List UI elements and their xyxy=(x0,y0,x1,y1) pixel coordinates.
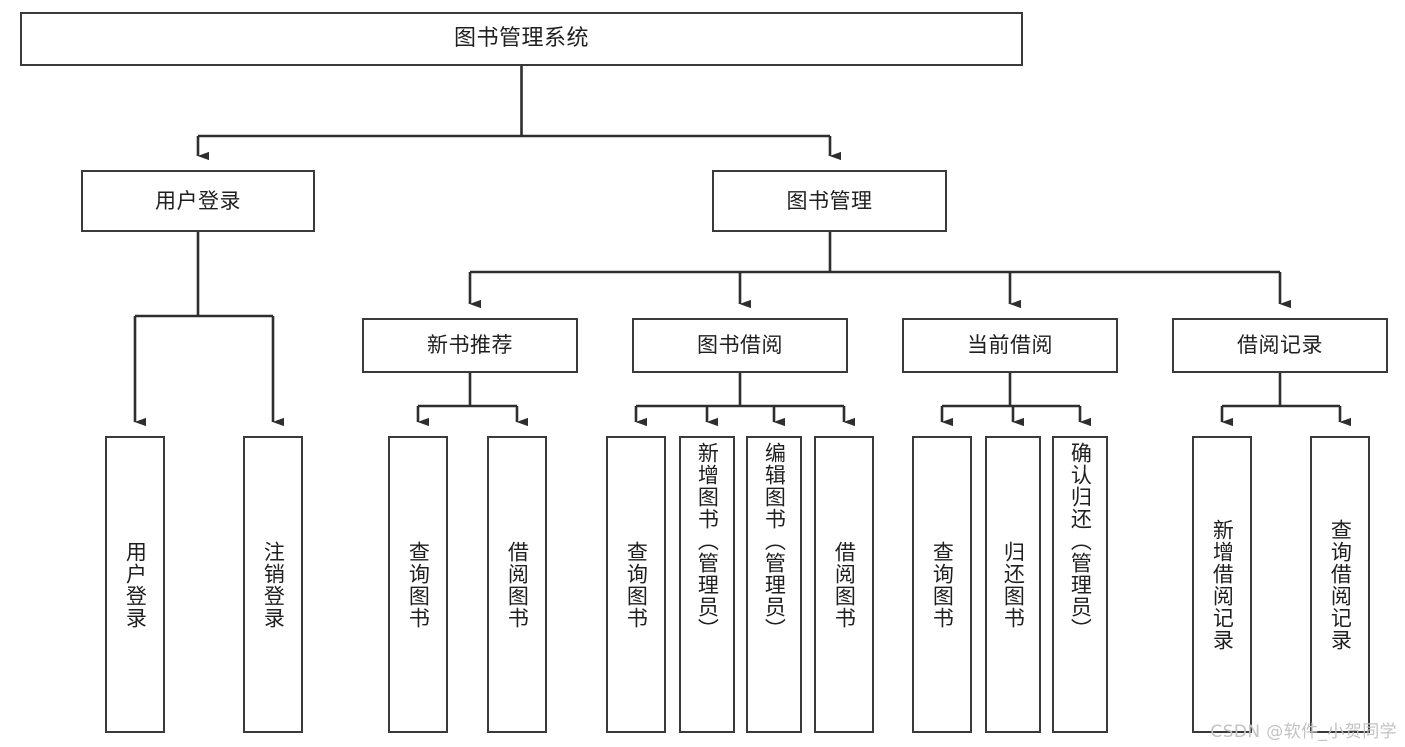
leaf-borrow-book-1[interactable]: 借阅图书 xyxy=(487,436,547,733)
leaf-edit-book-label: 编辑图书（管理员） xyxy=(762,442,787,640)
leaf-user-login[interactable]: 用户登录 xyxy=(105,436,165,733)
leaf-query-book-2[interactable]: 查询图书 xyxy=(606,436,666,733)
leaf-return-book[interactable]: 归还图书 xyxy=(985,436,1041,733)
node-borrow-record[interactable]: 借阅记录 xyxy=(1172,318,1388,373)
node-borrow-record-label: 借阅记录 xyxy=(1237,333,1323,358)
leaf-borrow-book-1-label: 借阅图书 xyxy=(505,540,530,629)
leaf-query-book-1-label: 查询图书 xyxy=(406,540,431,629)
leaf-query-book-2-label: 查询图书 xyxy=(624,540,649,629)
leaf-query-record-label: 查询借阅记录 xyxy=(1328,518,1353,651)
node-book-borrow[interactable]: 图书借阅 xyxy=(632,318,848,373)
leaf-add-book[interactable]: 新增图书（管理员） xyxy=(679,436,735,733)
leaf-add-book-label: 新增图书（管理员） xyxy=(695,442,720,640)
leaf-borrow-book-2-label: 借阅图书 xyxy=(832,540,857,629)
node-root-label: 图书管理系统 xyxy=(453,26,589,52)
leaf-add-record[interactable]: 新增借阅记录 xyxy=(1192,436,1252,733)
node-current-borrow-label: 当前借阅 xyxy=(967,333,1053,358)
leaf-user-logout-label: 注销登录 xyxy=(261,540,286,629)
leaf-query-book-1[interactable]: 查询图书 xyxy=(388,436,448,733)
node-new-book-rec[interactable]: 新书推荐 xyxy=(362,318,578,373)
leaf-add-record-label: 新增借阅记录 xyxy=(1210,518,1235,651)
leaf-confirm-return[interactable]: 确认归还（管理员） xyxy=(1052,436,1108,733)
leaf-user-logout[interactable]: 注销登录 xyxy=(243,436,303,733)
leaf-borrow-book-2[interactable]: 借阅图书 xyxy=(814,436,874,733)
node-new-book-rec-label: 新书推荐 xyxy=(427,333,513,358)
node-user-login[interactable]: 用户登录 xyxy=(81,170,315,232)
leaf-query-book-3-label: 查询图书 xyxy=(930,540,955,629)
leaf-return-book-label: 归还图书 xyxy=(1001,540,1026,629)
node-book-manage-label: 图书管理 xyxy=(786,188,873,213)
leaf-confirm-return-label: 确认归还（管理员） xyxy=(1068,442,1093,640)
node-book-borrow-label: 图书借阅 xyxy=(697,333,783,358)
leaf-query-record[interactable]: 查询借阅记录 xyxy=(1310,436,1370,733)
leaf-edit-book[interactable]: 编辑图书（管理员） xyxy=(746,436,802,733)
leaf-user-login-label: 用户登录 xyxy=(123,540,148,629)
csdn-watermark: CSDN @软件_小贺同学 xyxy=(1210,722,1397,742)
node-current-borrow[interactable]: 当前借阅 xyxy=(902,318,1118,373)
node-book-manage[interactable]: 图书管理 xyxy=(712,170,947,232)
leaf-query-book-3[interactable]: 查询图书 xyxy=(912,436,972,733)
node-root[interactable]: 图书管理系统 xyxy=(20,12,1023,66)
node-user-login-label: 用户登录 xyxy=(155,188,241,213)
